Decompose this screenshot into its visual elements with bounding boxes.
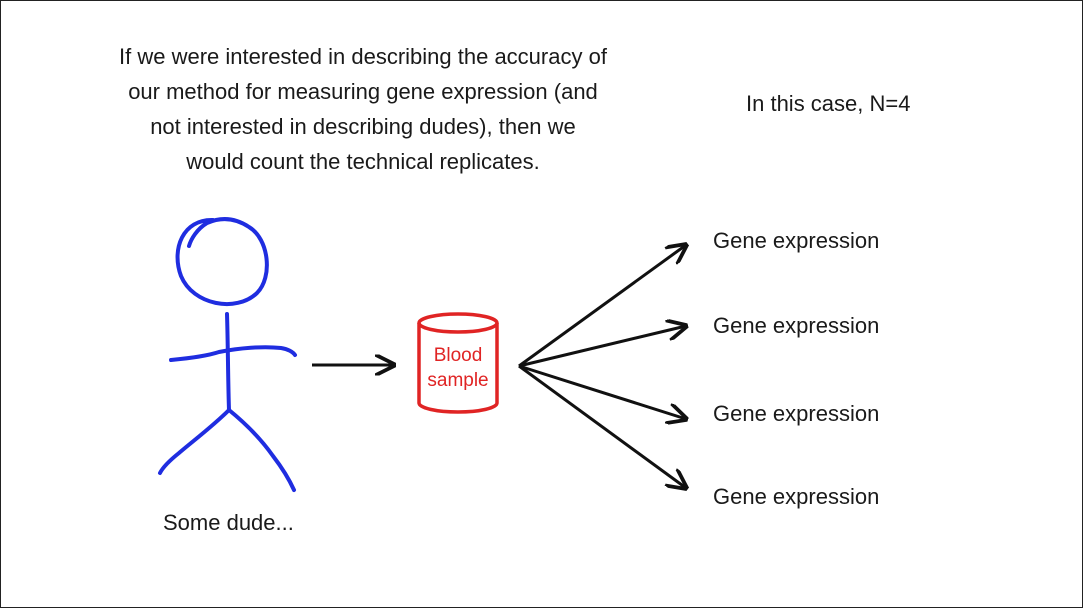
gene-expression-label: Gene expression	[713, 228, 880, 253]
arrow-to-gene-1	[518, 326, 686, 368]
intro-text: If we were interested in describing the …	[63, 39, 663, 179]
n-count-note: In this case, N=4	[746, 91, 911, 116]
blood-sample-line-1: Blood	[433, 345, 483, 366]
intro-line: not interested in describing dudes), the…	[150, 114, 576, 139]
figure-left-leg	[158, 408, 231, 475]
figure-arms	[169, 345, 297, 362]
tube-top	[417, 312, 499, 334]
gene-expression-label: Gene expression	[713, 484, 880, 509]
tube-body	[417, 323, 499, 414]
dude-caption: Some dude...	[163, 510, 294, 535]
arrow-to-gene-0	[518, 245, 686, 368]
figure-right-leg	[227, 408, 296, 492]
blood-sample-line-2: sample	[427, 370, 489, 391]
blood-sample-tube-icon	[417, 312, 499, 414]
intro-line: If we were interested in describing the …	[119, 44, 607, 69]
gene-expression-label: Gene expression	[713, 401, 880, 426]
blood-sample-label: Blood sample	[413, 343, 503, 393]
arrow-to-gene-2	[518, 364, 686, 419]
arrow-to-gene-3	[518, 364, 686, 488]
intro-line: would count the technical replicates.	[186, 149, 540, 174]
stick-figure-icon	[158, 217, 297, 492]
figure-body	[225, 312, 231, 412]
intro-line: our method for measuring gene expression…	[128, 79, 598, 104]
gene-expression-label: Gene expression	[713, 313, 880, 338]
figure-head	[175, 217, 269, 307]
replicate-arrows	[518, 245, 686, 488]
